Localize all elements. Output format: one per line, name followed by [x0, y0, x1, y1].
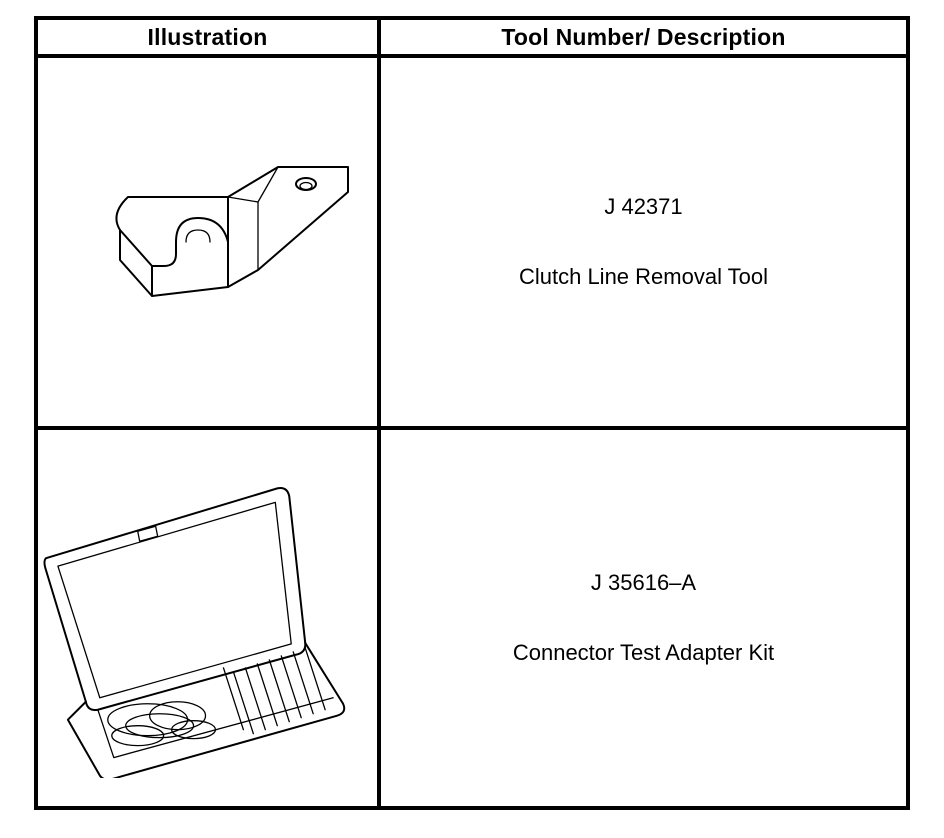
adapter-kit-case-icon: [43, 487, 346, 778]
tool-number-row-2: J 35616–A: [590, 570, 697, 595]
tool-description-row-1: Clutch Line Removal Tool: [518, 264, 769, 289]
header-illustration: Illustration: [38, 20, 381, 58]
header-tool-description: Tool Number/ Description: [381, 20, 906, 58]
illustration-cell-row-1: [38, 58, 381, 430]
description-cell-row-1: J 42371 Clutch Line Removal Tool: [381, 58, 906, 430]
bent-bracket-tool-icon: [114, 166, 349, 297]
description-cell-row-2: J 35616–A Connector Test Adapter Kit: [381, 430, 906, 806]
tool-description-row-2: Connector Test Adapter Kit: [512, 640, 775, 665]
illustration-cell-row-2: [38, 430, 381, 806]
tool-table: Illustration Tool Number/ Description J …: [34, 16, 910, 810]
tool-number-row-1: J 42371: [604, 194, 683, 219]
